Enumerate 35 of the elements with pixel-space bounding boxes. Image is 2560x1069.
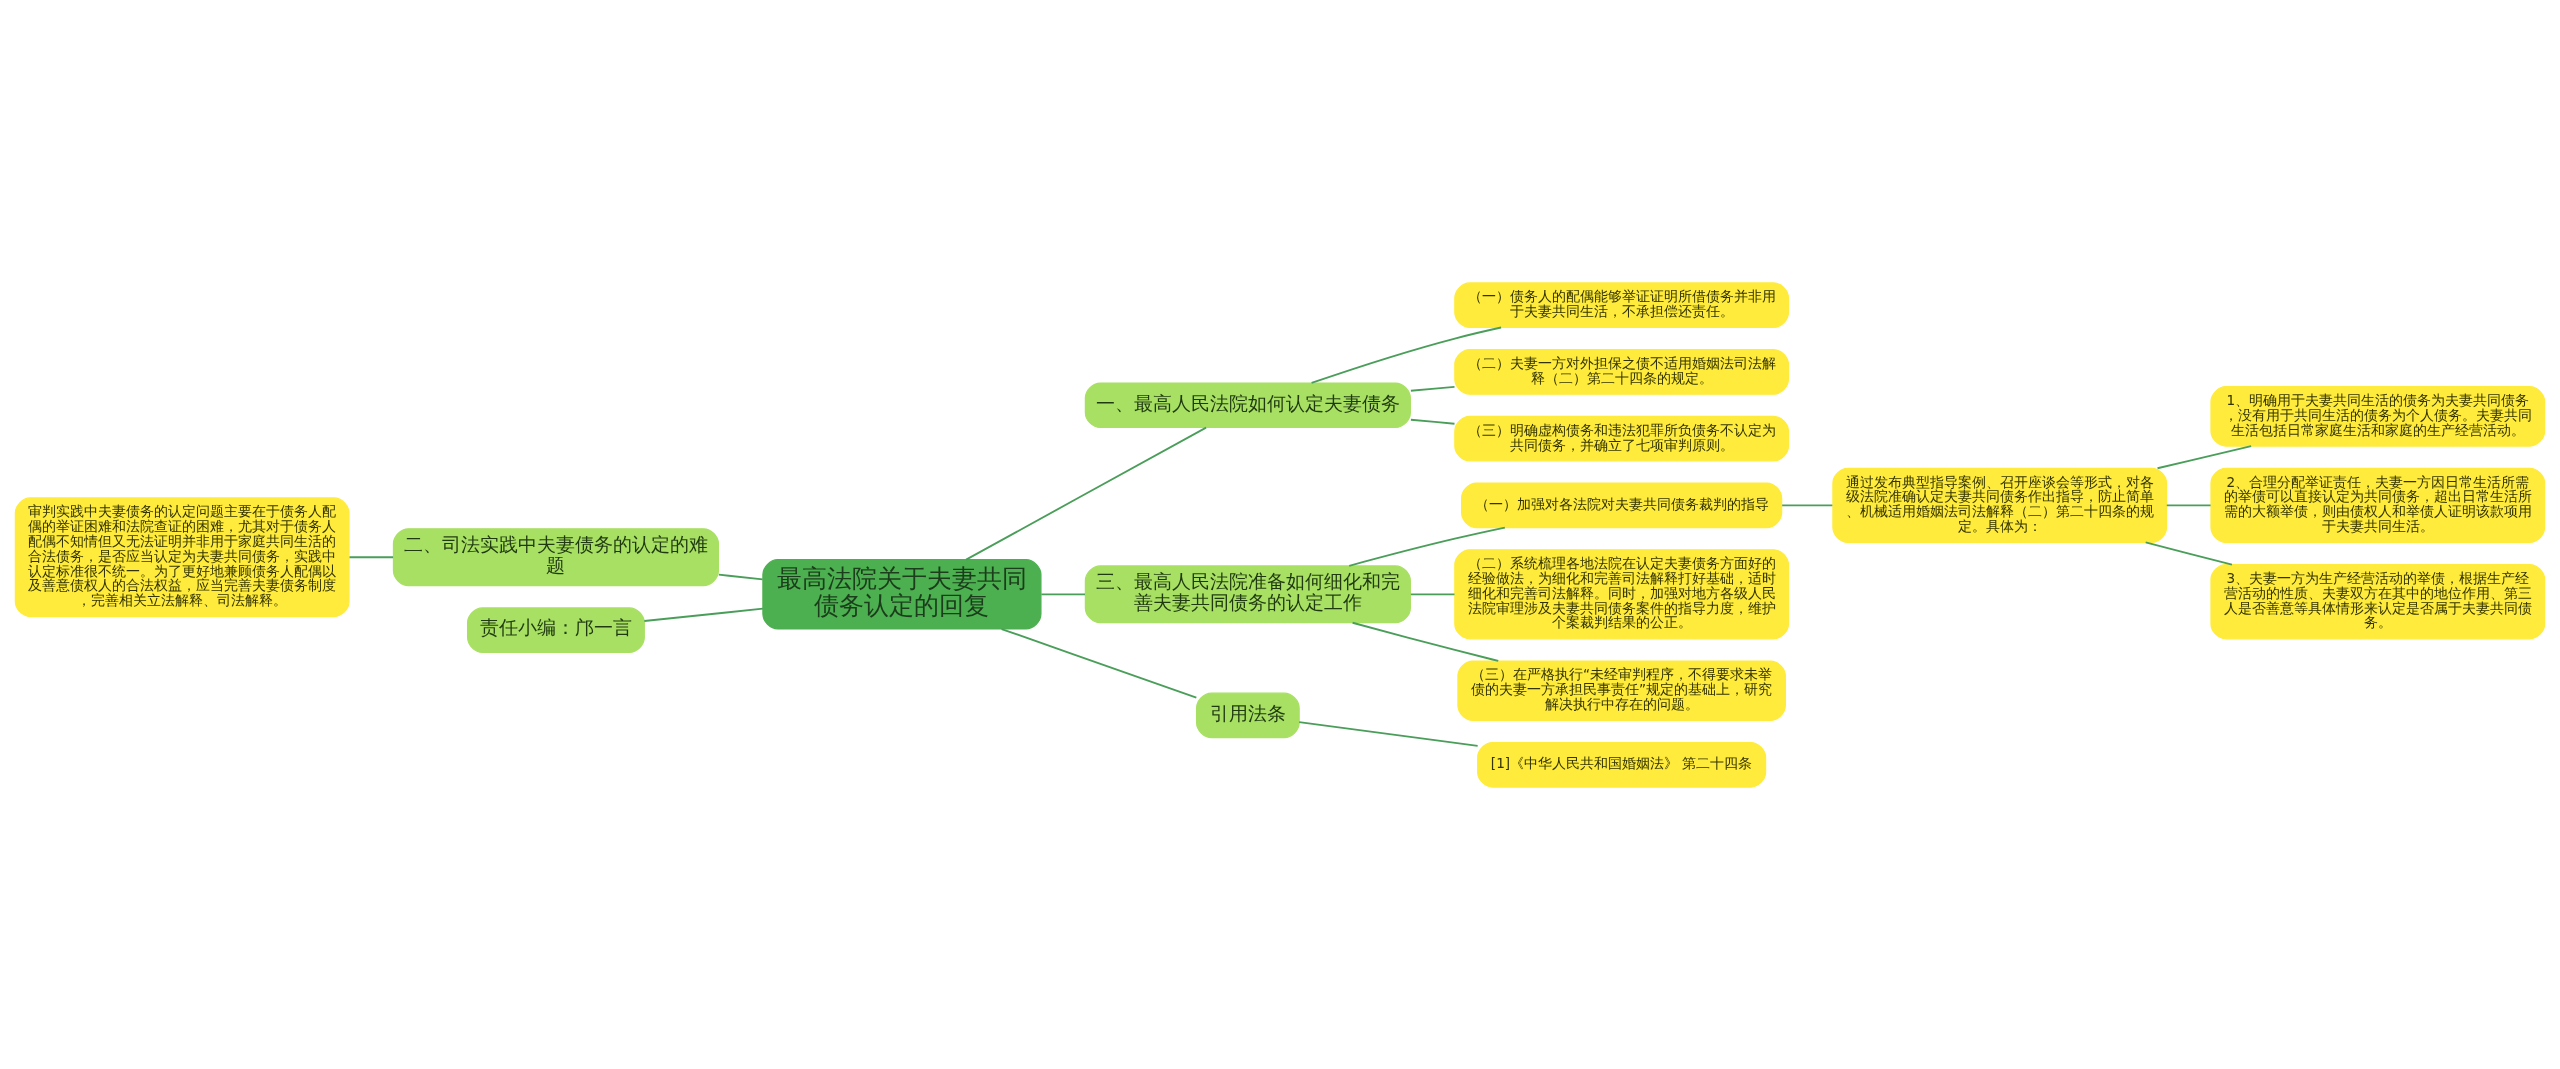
connector [643, 607, 764, 622]
node-box: 通过发布典型指导案例、召开座谈会等形式，对各级法院准确认定夫妻共同债务作出指导，防止简单、机械适用婚姻法司法解释（二）第二十四条的规定。具体为： [1832, 467, 2168, 543]
connector [348, 555, 394, 558]
connector [1409, 592, 1456, 595]
connector [1351, 621, 1500, 662]
node-box: 3、夫妻一方为生产经营活动的举债，根据生产经营活动的性质、夫妻双方在其中的地位作用、第三人是否善意等具体情形来认定是否属于夫妻共同债务。 [2210, 563, 2546, 639]
node-box: （三）在严格执行“未经审判程序，不得要求未举债的夫妻一方承担民事责任”规定的基础上，研究解决执行中存在的问题。 [1457, 659, 1786, 721]
connector [717, 573, 764, 580]
node-box: 一、最高人民法院如何认定夫妻债务 [1084, 381, 1411, 428]
connector [1348, 526, 1506, 567]
connector [1781, 503, 1834, 506]
connector [1000, 627, 1198, 699]
connector [2165, 503, 2212, 506]
connector [1409, 418, 1456, 425]
node-box: [1]《中华人民共和国婚姻法》 第二十四条 [1477, 741, 1767, 788]
node-box: 1、明确用于夫妻共同生活的债务为夫妻共同债务，没有用于共同生活的债务为个人债务。夫妻共同生活包括日常家庭生活和家庭的生产经营活动。 [2210, 385, 2546, 447]
node-box: 二、司法实践中夫妻债务的认定的难题 [392, 527, 720, 586]
node-box: （三）明确虚构债务和违法犯罪所负债务不认定为共同债务，并确立了七项审判原则。 [1454, 415, 1790, 461]
connector [1310, 326, 1502, 384]
node-box: 最高法院关于夫妻共同债务认定的回复 [762, 558, 1042, 629]
connector [1409, 385, 1456, 392]
node-box: 2、合理分配举证责任，夫妻一方因日常生活所需的举债可以直接认定为共同债务，超出日常生活所需的大额举债，则由债权人和举债人证明该款项用于夫妻共同生活。 [2210, 467, 2546, 543]
connector [965, 426, 1207, 561]
node-box: 责任小编：邝一言 [467, 606, 645, 653]
node-box: 三、最高人民法院准备如何细化和完善夫妻共同债务的认定工作 [1084, 564, 1411, 623]
connector [1040, 592, 1086, 595]
node-box: （一）债务人的配偶能够举证证明所借债务并非用于夫妻共同生活，不承担偿还责任。 [1454, 281, 1790, 328]
node-box: 审判实践中夫妻债务的认定问题主要在于债务人配偶的举证困难和法院查证的困难，尤其对于债务人配偶不知情但又无法证明并非用于家庭共同生活的合法债务，是否应当认定为夫妻共同债务，实践中认定标准很不统一。为了更好地兼顾债务人配偶以及善意债权人的合法权益，应当完善夫妻债务制度，完善相关立法解释、司法解释。 [14, 496, 350, 617]
node-box: （二）系统梳理各地法院在认定夫妻债务方面好的经验做法，为细化和完善司法解释打好基础，适时细化和完善司法解释。同时，加强对地方各级人民法院审理涉及夫妻共同债务案件的指导力度，维护个案裁判结果的公正。 [1454, 548, 1790, 639]
node-box: （一）加强对各法院对夫妻共同债务裁判的指导 [1461, 482, 1783, 528]
connector [2156, 444, 2253, 469]
connector [1298, 720, 1479, 747]
node-box: （二）夫妻一方对外担保之债不适用婚姻法司法解释（二）第二十四条的规定。 [1454, 348, 1790, 395]
node-box: 引用法条 [1196, 692, 1300, 738]
connector [2144, 541, 2233, 566]
